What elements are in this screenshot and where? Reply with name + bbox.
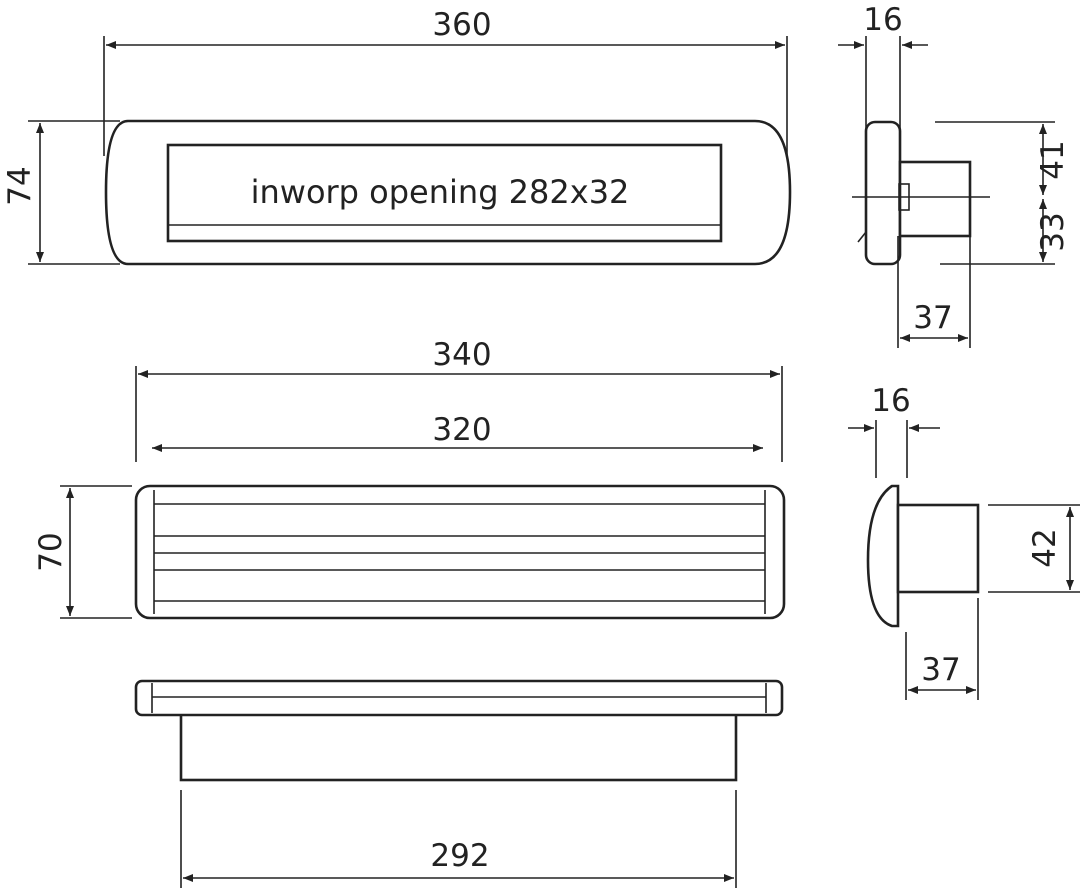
dim-front-height: 74 — [2, 166, 38, 205]
side-hinge-line — [857, 231, 867, 243]
dim-back-height: 70 — [33, 532, 69, 571]
side-cap — [866, 484, 900, 628]
dim-side-top-thickness: 16 — [863, 2, 902, 38]
back-view: 340 320 70 — [33, 337, 786, 620]
side-flange — [864, 120, 902, 266]
dim-side-top-lower: 33 — [1035, 212, 1071, 251]
dim-back-outer-width: 340 — [432, 337, 491, 373]
side-view-bottom: 16 42 37 — [848, 383, 1080, 700]
side-sleeve — [896, 503, 980, 594]
bottom-plate — [134, 679, 784, 717]
dim-front-width: 360 — [432, 7, 491, 43]
bottom-view: 292 — [134, 679, 784, 888]
dim-side-bottom-thickness: 16 — [871, 383, 910, 419]
dim-back-inner-width: 320 — [432, 412, 491, 448]
side-view-top: 16 41 33 37 — [838, 2, 1071, 348]
back-plate-outline — [134, 484, 786, 620]
dim-side-bottom-depth: 37 — [921, 652, 960, 688]
opening-label: inworp opening 282x32 — [251, 173, 630, 211]
side-sleeve — [898, 160, 972, 238]
dim-bottom-width: 292 — [430, 838, 489, 874]
front-view: inworp opening 282x32 360 74 — [2, 7, 792, 266]
dim-side-bottom-height: 42 — [1027, 528, 1063, 567]
bottom-sleeve — [179, 710, 738, 782]
dim-side-top-upper: 41 — [1035, 140, 1071, 179]
dim-side-top-depth: 37 — [913, 300, 952, 336]
